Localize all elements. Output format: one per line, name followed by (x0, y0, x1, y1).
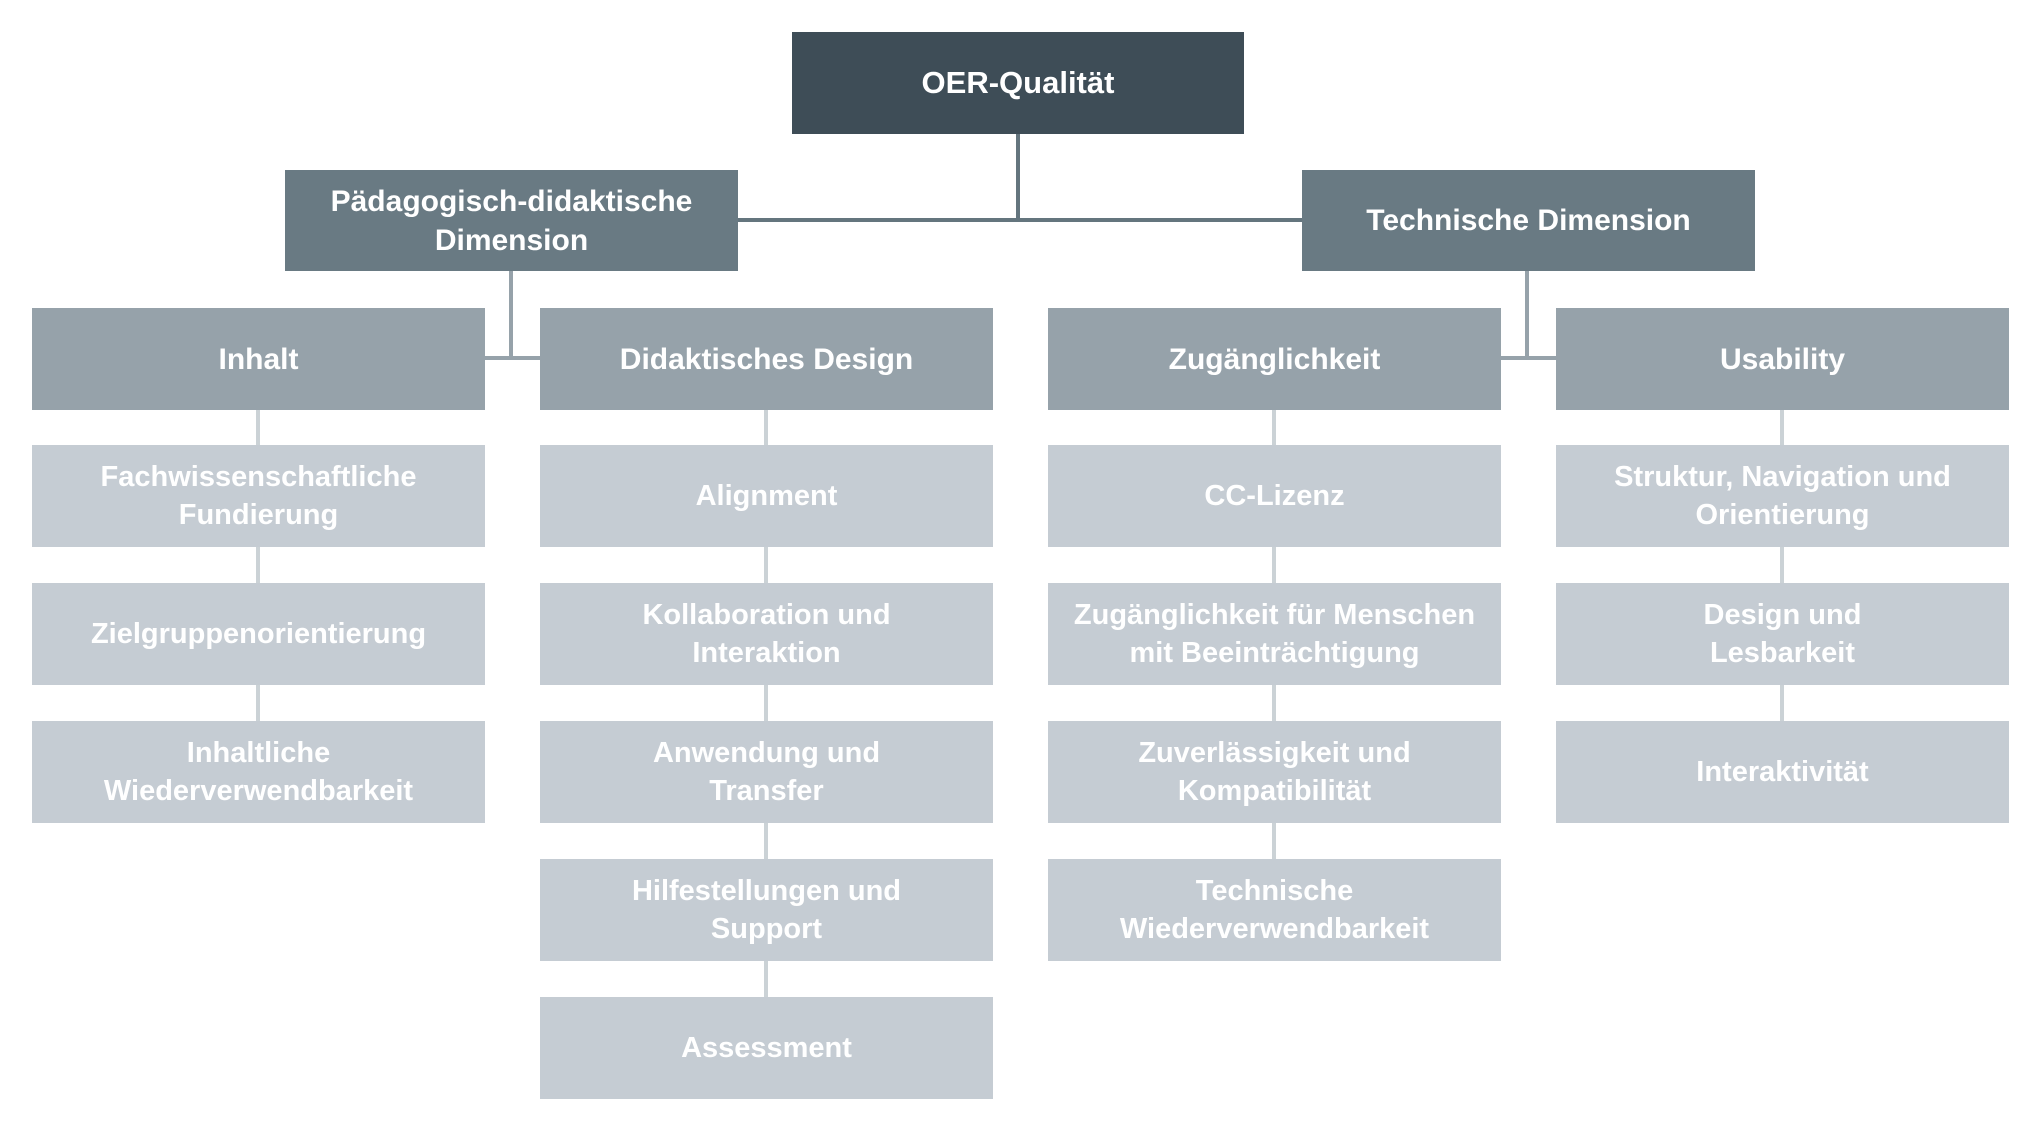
item-box-inhaltliche-wiederverwendbarkeit: Inhaltliche Wiederverwendbarkeit (32, 721, 485, 823)
item-box-zielgruppenorientierung: Zielgruppenorientierung (32, 583, 485, 685)
category-header-label: Didaktisches Design (619, 342, 914, 376)
item-box-label: Alignment (695, 479, 838, 512)
item-box-kollaboration-und-interaktion: Kollaboration und Interaktion (540, 583, 993, 685)
category-header-label: Inhalt (218, 342, 299, 376)
dimension-box-paedagogisch-didaktische: Pädagogisch-didaktische Dimension (285, 170, 738, 271)
item-box-struktur-navigation-orientierung: Struktur, Navigation und Orientierung (1556, 445, 2009, 547)
item-box-assessment: Assessment (540, 997, 993, 1099)
connector-column-inhalt (256, 410, 260, 721)
item-box-label: Struktur, Navigation und Orientierung (1614, 460, 1951, 531)
connector-column-didaktisches-design (764, 410, 768, 997)
item-box-cc-lizenz: CC-Lizenz (1048, 445, 1501, 547)
dimension-box-technische: Technische Dimension (1302, 170, 1755, 271)
category-header-label: Usability (1719, 342, 1846, 376)
connector-tee-paedagogisch (485, 356, 540, 360)
item-box-label: Zuverlässigkeit und Kompatibilität (1138, 736, 1411, 807)
item-box-zugaenglichkeit-fuer-menschen: Zugänglichkeit für Menschen mit Beeinträ… (1048, 583, 1501, 685)
category-header-inhalt: Inhalt (32, 308, 485, 410)
connector-paedagogisch-drop (509, 270, 513, 360)
item-box-label: Kollaboration und Interaktion (642, 598, 891, 669)
connector-column-usability (1780, 410, 1784, 721)
item-box-alignment: Alignment (540, 445, 993, 547)
category-header-usability: Usability (1556, 308, 2009, 410)
item-box-technische-wiederverwendbarkeit: Technische Wiederverwendbarkeit (1048, 859, 1501, 961)
dimension-box-label: Technische Dimension (1366, 204, 1691, 237)
root-box-oer-qualitaet: OER-Qualität (792, 32, 1244, 134)
item-box-label: Design und Lesbarkeit (1703, 598, 1862, 669)
item-box-label: Hilfestellungen und Support (631, 874, 902, 945)
category-header-didaktisches-design: Didaktisches Design (540, 308, 993, 410)
connector-tee-technische (1501, 356, 1556, 360)
dimension-box-label: Pädagogisch-didaktische Dimension (330, 184, 693, 257)
connector-root-drop (1016, 134, 1020, 222)
item-box-label: Interaktivität (1696, 755, 1869, 788)
category-header-zugaenglichkeit: Zugänglichkeit (1048, 308, 1501, 410)
item-box-label: Inhaltliche Wiederverwendbarkeit (103, 736, 414, 807)
item-box-design-und-lesbarkeit: Design und Lesbarkeit (1556, 583, 2009, 685)
item-box-label: Zielgruppenorientierung (90, 617, 427, 650)
item-box-label: Technische Wiederverwendbarkeit (1119, 874, 1430, 945)
item-box-label: Fachwissenschaftliche Fundierung (100, 460, 417, 531)
item-box-zuverlaessigkeit-und-kompatibilitaet: Zuverlässigkeit und Kompatibilität (1048, 721, 1501, 823)
item-box-hilfestellungen-und-support: Hilfestellungen und Support (540, 859, 993, 961)
item-box-label: CC-Lizenz (1204, 479, 1345, 512)
item-box-label: Zugänglichkeit für Menschen mit Beeinträ… (1073, 598, 1476, 669)
item-box-fachwissenschaftliche-fundierung: Fachwissenschaftliche Fundierung (32, 445, 485, 547)
connector-technische-drop (1525, 270, 1529, 360)
connector-root-to-dimensions (737, 218, 1302, 222)
root-box-label: OER-Qualität (921, 64, 1115, 100)
item-box-interaktivitaet: Interaktivität (1556, 721, 2009, 823)
item-box-anwendung-und-transfer: Anwendung und Transfer (540, 721, 993, 823)
item-box-label: Anwendung und Transfer (652, 736, 881, 807)
category-header-label: Zugänglichkeit (1168, 342, 1381, 376)
item-box-label: Assessment (681, 1031, 852, 1064)
